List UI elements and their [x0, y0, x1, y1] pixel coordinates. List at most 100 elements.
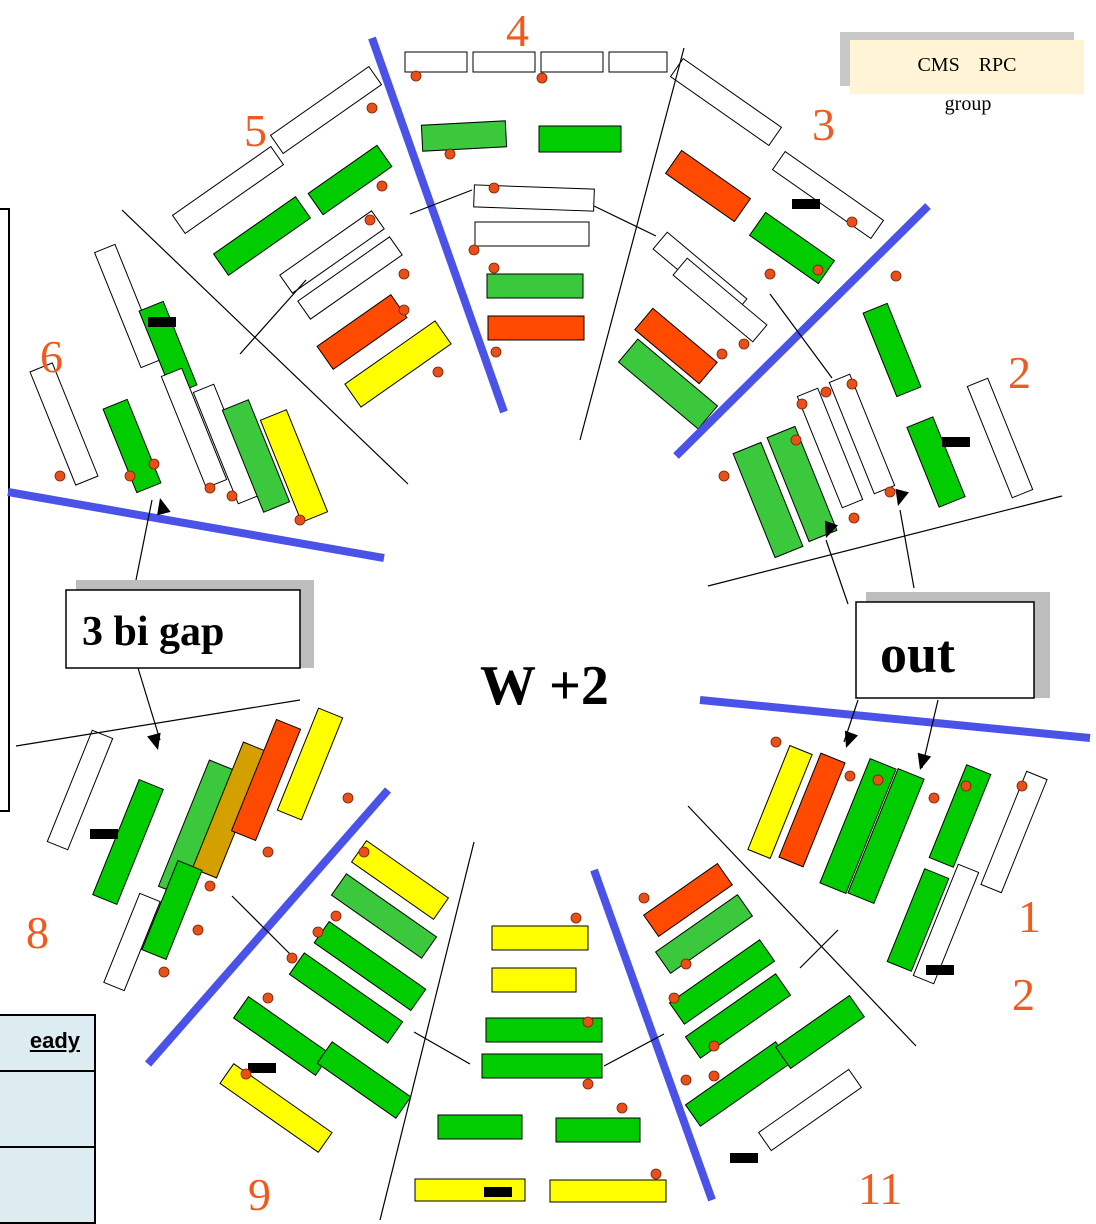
gas-marker-dot-43: [358, 846, 370, 858]
gas-marker-dot-41: [616, 1102, 628, 1114]
gas-marker-dot-30: [960, 780, 972, 792]
chamber-49: [330, 873, 438, 959]
dash-marker-0: [792, 199, 820, 209]
sector-boundary-line-4: [590, 868, 716, 1202]
chamber-33: [642, 862, 734, 938]
chamber-76: [297, 236, 403, 320]
arrowhead-0: [157, 498, 171, 516]
chamber-56: [92, 778, 164, 906]
chamber-17: [617, 338, 719, 430]
dash-marker-2: [148, 317, 176, 327]
chamber-60: [276, 707, 344, 821]
chamber-69: [221, 399, 291, 513]
gas-marker-dot-28: [872, 774, 884, 786]
chamber-38: [774, 994, 866, 1070]
chamber-23: [732, 441, 804, 559]
gas-marker-dot-31: [1016, 780, 1028, 792]
thin-line-10: [799, 929, 839, 969]
gas-marker-dot-34: [668, 992, 680, 1004]
chamber-25: [980, 770, 1048, 894]
sector-number-2-top: 2: [1008, 347, 1031, 398]
chamber-15: [672, 257, 768, 343]
gas-marker-dot-37: [708, 1070, 720, 1082]
chamber-28: [886, 868, 950, 972]
sector-number-11: 11: [858, 1163, 902, 1214]
badge-subtitle: group: [944, 93, 992, 115]
gas-marker-dot-53: [158, 966, 170, 978]
chamber-55: [46, 729, 114, 851]
gas-marker-dot-17: [716, 348, 728, 360]
table-header: eady: [0, 1016, 94, 1072]
sector-boundary-line-0: [368, 36, 508, 414]
chamber-45: [555, 1117, 641, 1143]
sector-number-1: 1: [1018, 891, 1041, 942]
callout-left-text: 3 bi gap: [82, 609, 224, 655]
line-layer: [7, 36, 1091, 1221]
gas-marker-dot-25: [884, 486, 896, 498]
table-header-text: eady: [29, 1028, 80, 1053]
table-fragment: eady: [0, 1014, 96, 1224]
gas-marker-dot-2: [444, 148, 456, 160]
gas-marker-dot-16: [738, 338, 750, 350]
chamber-77: [316, 294, 408, 370]
chamber-61: [141, 859, 203, 961]
gas-marker-dot-48: [240, 1068, 252, 1080]
sector-number-5: 5: [244, 105, 267, 156]
chamber-7: [474, 221, 590, 247]
chamber-67: [160, 367, 228, 489]
gas-marker-dot-44: [330, 910, 342, 922]
chamber-8: [486, 273, 584, 299]
gas-marker-dot-9: [432, 366, 444, 378]
thin-line-5: [379, 841, 475, 1221]
gas-marker-dot-29: [928, 792, 940, 804]
chamber-74: [307, 144, 393, 216]
label-layer: 4 3 2 1 2 11 9 8 6 5: [26, 5, 1041, 1220]
gas-marker-dot-7: [398, 268, 410, 280]
arrowhead-1: [147, 732, 161, 750]
chamber-47: [549, 1179, 667, 1203]
gas-marker-dot-51: [204, 880, 216, 892]
chamber-3: [608, 51, 668, 73]
chamber-13: [748, 211, 836, 285]
sector-number-9: 9: [248, 1169, 271, 1220]
arrowhead-2: [824, 520, 839, 538]
sector-number-8: 8: [26, 907, 49, 958]
gas-marker-dot-4: [366, 102, 378, 114]
gas-marker-dot-20: [820, 386, 832, 398]
chamber-70: [259, 409, 329, 523]
arrowhead-3: [895, 488, 909, 506]
gas-marker-dot-13: [846, 216, 858, 228]
chamber-10: [669, 57, 783, 147]
chamber-78: [344, 320, 452, 408]
chamber-21: [796, 387, 864, 509]
sector-boundary-line-5: [7, 488, 385, 562]
gas-marker-dot-42: [650, 1168, 662, 1180]
chamber-73: [212, 195, 312, 277]
sector-number-6: 6: [40, 331, 63, 382]
chamber-75: [279, 210, 385, 294]
gas-marker-dot-58: [226, 490, 238, 502]
gas-marker-dot-49: [342, 792, 354, 804]
table-row-divider: [0, 1146, 94, 1148]
chamber-18: [966, 377, 1034, 499]
thin-line-11: [231, 895, 291, 955]
gas-marker-dot-52: [192, 924, 204, 936]
gas-marker-dot-36: [680, 1074, 692, 1086]
dash-marker-3: [90, 829, 118, 839]
callout-left-box: [65, 589, 301, 669]
callout-right-text: out: [880, 624, 955, 684]
chamber-layer: [29, 51, 1048, 1203]
gas-marker-dot-14: [812, 264, 824, 276]
gas-marker-dot-8: [398, 304, 410, 316]
gas-marker-dot-23: [718, 470, 730, 482]
chamber-29: [747, 744, 813, 860]
chamber-51: [288, 952, 404, 1044]
gas-marker-dot-6: [364, 214, 376, 226]
chamber-62: [103, 892, 161, 992]
gas-marker-dot-21: [796, 398, 808, 410]
sector-number-3: 3: [812, 99, 835, 150]
chamber-53: [316, 1041, 412, 1119]
gas-marker-dot-59: [294, 514, 306, 526]
gas-marker-dot-54: [54, 470, 66, 482]
